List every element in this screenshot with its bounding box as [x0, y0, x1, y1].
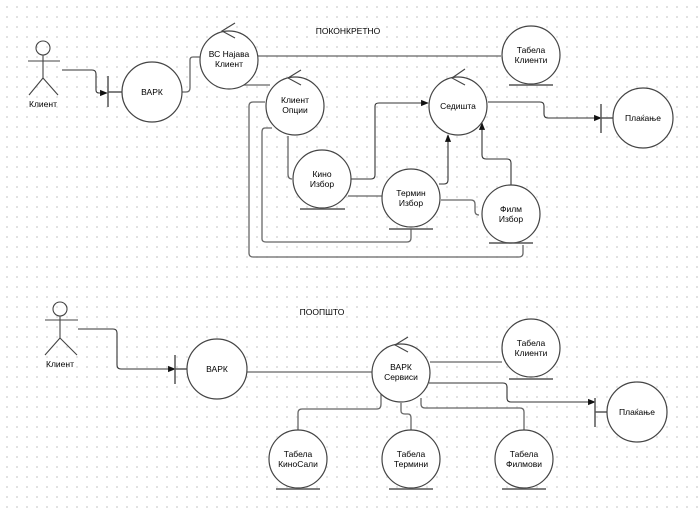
node-label-line2: Термини: [394, 459, 428, 469]
edge-vapkservisi-to-tabkinosali[interactable]: [297, 394, 382, 430]
actor-right-leg: [42, 77, 59, 96]
entity-circle: [381, 168, 441, 228]
node-tabkinosali-entity[interactable]: Табела КиноСали: [268, 429, 328, 490]
node-tabtermini-entity[interactable]: Табела Термини: [381, 429, 441, 490]
node-kinoizbor-entity[interactable]: Кино Избор: [292, 149, 352, 210]
node-label: Плаќање: [619, 407, 655, 417]
control-circle: [371, 343, 431, 403]
node-terminizbor-entity[interactable]: Термин Избор: [381, 168, 441, 230]
edge-klientopcii-to-kinoizbor[interactable]: [287, 136, 293, 180]
node-label-line1: ВС Најава: [209, 49, 250, 59]
node-label: Плаќање: [625, 113, 661, 123]
node-label-line2: Опции: [282, 105, 308, 115]
node-label-line2: Сервиси: [384, 372, 418, 382]
node-klientopcii-control[interactable]: Клиент Опции: [265, 69, 325, 136]
edge-terminizbor-to-filmizbor[interactable]: [441, 199, 480, 216]
edge-vapkservisi-to-tabfilmovi[interactable]: [420, 398, 525, 430]
node-label-line2: Клиенти: [515, 348, 548, 358]
actor-klient-concrete[interactable]: Клиент: [28, 40, 60, 109]
node-label-line1: Термин: [396, 188, 426, 198]
node-label-line2: Избор: [499, 214, 524, 224]
control-circle: [265, 76, 325, 136]
actor-left-leg: [28, 77, 44, 96]
entity-circle: [268, 429, 328, 489]
section-title-concrete: ПОКОНКРЕТНО: [316, 26, 381, 36]
node-vapkservisi-control[interactable]: ВАРК Сервиси: [371, 336, 431, 403]
node-label-line2: Клиент: [215, 59, 243, 69]
node-label-line1: Табела: [397, 449, 426, 459]
actor-klient-general[interactable]: Клиент: [44, 301, 78, 369]
boundary-circle: [186, 338, 248, 400]
edge-actor-to-vapk[interactable]: [62, 69, 108, 97]
boundary-circle: [606, 381, 668, 443]
edge-klientopcii-to-terminizbor[interactable]: [261, 127, 412, 243]
node-label-line2: Избор: [310, 179, 335, 189]
edge-vapk-to-bcnajava[interactable]: [182, 56, 200, 93]
boundary-circle: [612, 87, 674, 149]
edge-filmizbor-to-sedista[interactable]: [478, 122, 512, 185]
node-label: ВАРК: [206, 364, 228, 374]
control-arrow-icon: [220, 22, 236, 39]
node-label-line1: Табела: [510, 449, 539, 459]
node-label-line1: ВАРК: [390, 362, 412, 372]
node-vapk-boundary[interactable]: ВАРК: [174, 338, 248, 400]
node-label-line2: Клиенти: [515, 55, 548, 65]
section-concrete: ПОКОНКРЕТНО: [28, 22, 674, 258]
edge-terminizbor-to-sedista[interactable]: [439, 134, 452, 185]
node-label-line1: Табела: [517, 338, 546, 348]
control-circle: [428, 76, 488, 136]
actor-left-leg: [44, 337, 61, 356]
entity-circle: [494, 429, 554, 489]
actor-label: Клиент: [46, 359, 74, 369]
entity-circle: [292, 149, 352, 209]
node-filmizbor-entity[interactable]: Филм Избор: [481, 184, 541, 244]
entity-circle: [501, 25, 561, 85]
edges-general: [78, 328, 596, 430]
actor-head-icon: [52, 301, 68, 317]
entity-circle: [381, 429, 441, 489]
node-bcnajava-control[interactable]: ВС Најава Клиент: [199, 22, 259, 90]
node-label-line2: Избор: [399, 198, 424, 208]
edge-vapkservisi-to-plakanje[interactable]: [429, 382, 596, 406]
node-label: Седишта: [440, 101, 476, 111]
section-title-general: ПООПШТО: [300, 307, 345, 317]
edge-vapkservisi-to-tabtermini[interactable]: [400, 403, 412, 430]
edges-concrete: [62, 55, 602, 258]
node-label-line1: Табела: [284, 449, 313, 459]
node-label: ВАРК: [141, 87, 163, 97]
node-label-line1: Кино: [312, 169, 331, 179]
boundary-circle: [121, 61, 183, 123]
actor-label: Клиент: [29, 99, 57, 109]
node-plakanje-boundary[interactable]: Плаќање: [600, 87, 674, 149]
control-arrow-icon: [393, 336, 409, 353]
actor-right-leg: [59, 337, 78, 356]
node-label-line1: Филм: [500, 204, 522, 214]
node-label-line1: Табела: [517, 45, 546, 55]
node-label-line2: КиноСали: [278, 459, 318, 469]
entity-circle: [501, 318, 561, 378]
edge-actor-to-vapk[interactable]: [78, 328, 176, 373]
edge-sedista-to-plakanje[interactable]: [488, 101, 602, 122]
control-circle: [199, 30, 259, 90]
node-label-line2: Филмови: [506, 459, 542, 469]
node-plakanje-boundary[interactable]: Плаќање: [594, 381, 668, 443]
control-arrow-icon: [286, 69, 302, 86]
edge-klientopcii-to-filmizbor[interactable]: [248, 101, 524, 258]
node-sedista-control[interactable]: Седишта: [428, 68, 488, 136]
node-tabfilmovi-entity[interactable]: Табела Филмови: [494, 429, 554, 490]
node-tabklienti-entity[interactable]: Табела Клиенти: [501, 25, 561, 86]
node-tabklienti-entity[interactable]: Табела Клиенти: [501, 318, 561, 380]
section-general: ПООПШТО Клиент: [44, 301, 668, 490]
edge-kinoizbor-to-sedista[interactable]: [350, 99, 429, 180]
node-label-line1: Клиент: [281, 95, 309, 105]
control-arrow-icon: [450, 68, 466, 86]
node-vapk-boundary[interactable]: ВАРК: [107, 61, 183, 123]
actor-head-icon: [35, 40, 51, 56]
